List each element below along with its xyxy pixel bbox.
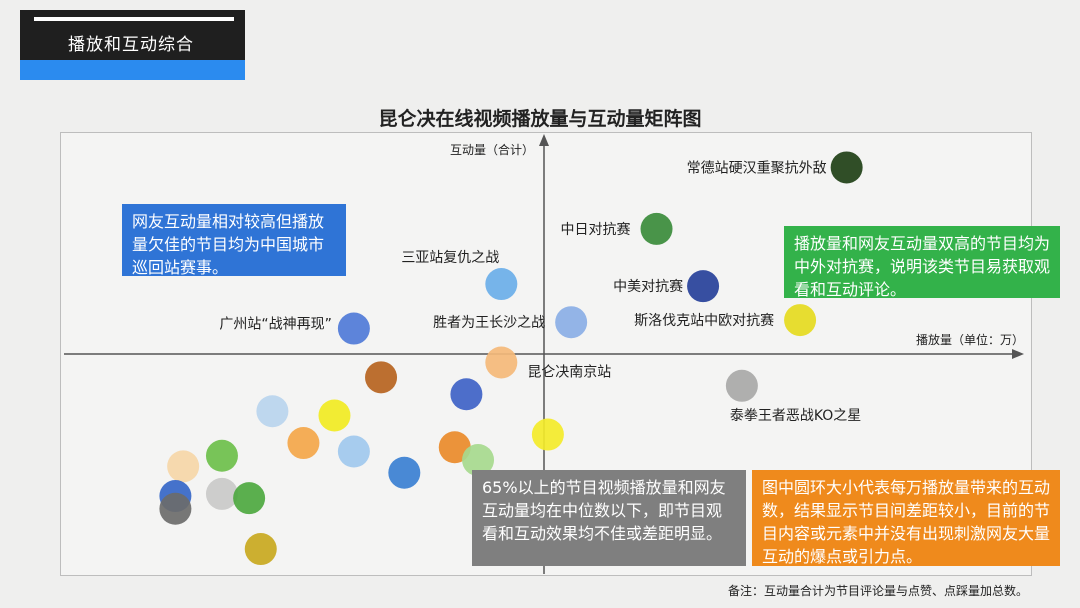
x-axis-label: 播放量（单位：万） bbox=[916, 332, 1024, 347]
data-point-label: 泰拳王者恶战KO之星 bbox=[730, 408, 861, 424]
data-point bbox=[784, 304, 817, 337]
data-point bbox=[365, 361, 398, 394]
data-point bbox=[725, 369, 758, 402]
data-point bbox=[388, 456, 421, 489]
data-point bbox=[318, 399, 351, 432]
y-axis-arrow bbox=[539, 134, 549, 146]
data-point bbox=[531, 418, 564, 451]
data-point bbox=[287, 427, 320, 460]
data-point-label: 广州站“战神再现” bbox=[219, 317, 332, 333]
data-point-label: 胜者为王长沙之战 bbox=[433, 315, 545, 331]
data-point bbox=[337, 435, 370, 468]
data-point bbox=[205, 439, 238, 472]
data-point-label: 斯洛伐克站中欧对抗赛 bbox=[634, 313, 774, 329]
data-point bbox=[244, 533, 277, 566]
data-point bbox=[167, 450, 200, 483]
data-point bbox=[205, 477, 238, 510]
data-point bbox=[555, 306, 588, 339]
y-axis-label: 互动量（合计） bbox=[450, 142, 534, 157]
note-blue: 网友互动量相对较高但播放量欠佳的节目均为中国城市巡回站赛事。 bbox=[122, 204, 346, 277]
note-orange: 图中圆环大小代表每万播放量带来的互动数，结果显示节目间差距较小，目前的节目内容或… bbox=[752, 470, 1060, 566]
data-point bbox=[485, 268, 518, 301]
data-point-label: 昆仑决南京站 bbox=[527, 364, 611, 380]
header-divider bbox=[34, 17, 234, 21]
data-point bbox=[687, 270, 720, 303]
x-axis-arrow bbox=[1012, 349, 1024, 359]
data-point bbox=[337, 312, 370, 345]
data-point bbox=[640, 212, 673, 245]
data-point-label: 三亚站复仇之战 bbox=[401, 249, 499, 266]
footnote: 备注：互动量合计为节目评论量与点赞、点踩量加总数。 bbox=[727, 584, 1028, 598]
chart-title: 昆仑决在线视频播放量与互动量矩阵图 bbox=[378, 108, 702, 130]
data-point bbox=[256, 395, 289, 428]
data-point bbox=[462, 444, 495, 476]
data-point-label: 中日对抗赛 bbox=[561, 222, 631, 238]
header-bar: 播放和互动综合 bbox=[20, 10, 245, 60]
data-point bbox=[830, 151, 863, 184]
header-title: 播放和互动综合 bbox=[68, 35, 194, 55]
data-point-label: 常德站硬汉重聚抗外敌 bbox=[687, 160, 827, 176]
data-point bbox=[450, 378, 483, 411]
data-point bbox=[233, 482, 266, 515]
note-gray: 65%以上的节目视频播放量和网友互动量均在中位数以下，即节目观看和互动效果均不佳… bbox=[472, 470, 746, 566]
header-accent-bar bbox=[20, 60, 245, 80]
note-green: 播放量和网友互动量双高的节目均为中外对抗赛，说明该类节目易获取观看和互动评论。 bbox=[784, 226, 1060, 299]
data-point bbox=[159, 492, 192, 525]
data-point bbox=[485, 346, 518, 379]
data-point-label: 中美对抗赛 bbox=[613, 279, 683, 295]
